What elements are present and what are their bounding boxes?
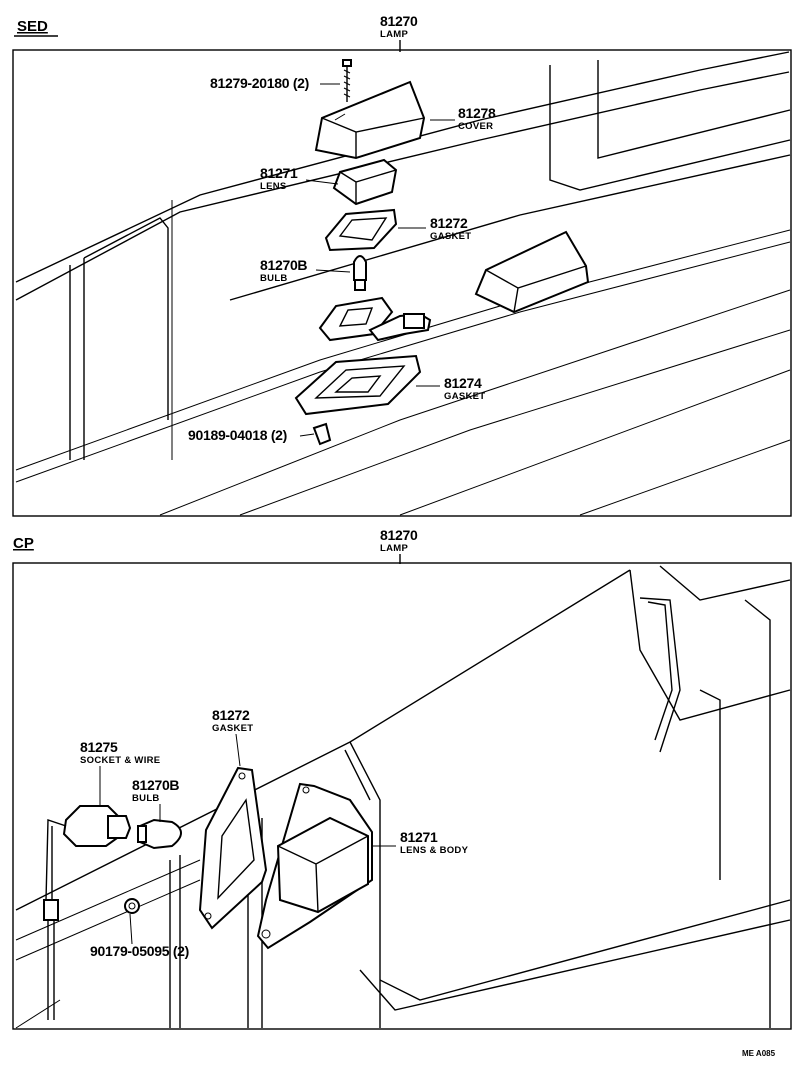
part-label-lens: LENS xyxy=(260,181,287,192)
cp-bulb-icon xyxy=(137,818,182,850)
part-label-lens-body: LENS & BODY xyxy=(400,845,469,856)
bulb-icon xyxy=(353,255,367,291)
cover-icon xyxy=(314,80,426,160)
sed-frame xyxy=(12,49,792,517)
sed-assembly-label: LAMP xyxy=(380,29,408,40)
part-number-81271-sed: 81271 xyxy=(260,165,298,181)
section-title-sed: SED xyxy=(17,18,48,35)
part-number-81272-sed: 81272 xyxy=(430,215,468,231)
part-number-81279: 81279-20180 (2) xyxy=(210,75,309,91)
large-gasket-icon xyxy=(294,354,422,416)
cp-section: CP 81270 LAMP xyxy=(12,527,792,1030)
sed-body-outline xyxy=(15,51,791,516)
screw-icon xyxy=(342,59,352,102)
cp-assembly-number: 81270 xyxy=(380,527,418,543)
part-label-bulb-sed: BULB xyxy=(260,273,288,284)
part-label-gasket-cp: GASKET xyxy=(212,723,253,734)
section-title-cp: CP xyxy=(13,535,34,552)
lens-icon xyxy=(332,158,398,206)
sed-assembly-number: 81270 xyxy=(380,13,418,29)
part-label-cover: COVER xyxy=(458,121,493,132)
cp-screw-icon xyxy=(124,898,140,914)
mounted-lamp-icon xyxy=(474,230,590,314)
clip-icon xyxy=(312,422,332,446)
socket-wire-icon xyxy=(43,805,132,1020)
part-number-81274: 81274 xyxy=(444,375,482,391)
part-number-81278: 81278 xyxy=(458,105,496,121)
cp-frame xyxy=(12,562,792,1030)
cp-body-outline xyxy=(15,565,791,1029)
part-label-gasket-81274: GASKET xyxy=(444,391,485,402)
part-number-81270b-cp: 81270B xyxy=(132,777,179,793)
lens-body-icon xyxy=(256,782,373,950)
cp-assembly-label: LAMP xyxy=(380,543,408,554)
part-label-gasket-sed: GASKET xyxy=(430,231,471,242)
part-number-90189: 90189-04018 (2) xyxy=(188,427,287,443)
part-number-90179: 90179-05095 (2) xyxy=(90,943,189,959)
part-label-socket-wire: SOCKET & WIRE xyxy=(80,755,160,766)
part-number-81270b-sed: 81270B xyxy=(260,257,307,273)
socket-base-icon xyxy=(318,296,432,342)
part-number-81271-cp: 81271 xyxy=(400,829,438,845)
sed-section: SED 81270 LAMP xyxy=(12,13,792,517)
drawing-reference: ME A085 xyxy=(742,1049,776,1058)
part-number-81275: 81275 xyxy=(80,739,118,755)
cp-gasket-icon xyxy=(198,766,268,930)
part-number-81272-cp: 81272 xyxy=(212,707,250,723)
part-label-bulb-cp: BULB xyxy=(132,793,160,804)
gasket-icon xyxy=(324,208,398,252)
